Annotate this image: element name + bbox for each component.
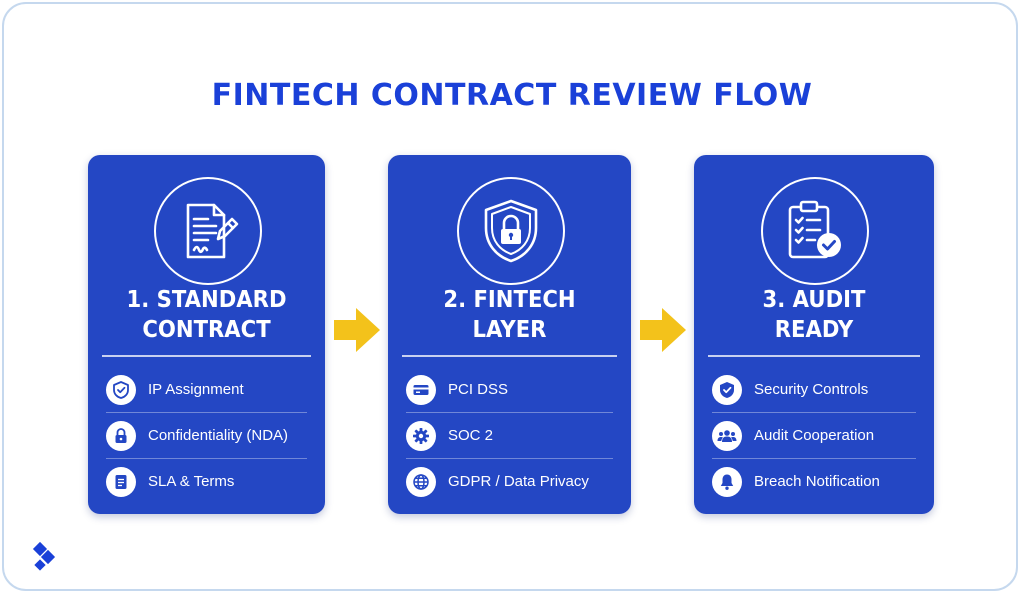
shield-check-icon bbox=[712, 374, 742, 405]
item-label: Breach Notification bbox=[754, 473, 880, 490]
list-item: SLA & Terms bbox=[106, 459, 307, 504]
requirement-list: IP Assignment Confidentiality (NDA) SLA … bbox=[106, 367, 307, 504]
arrow-right-icon bbox=[334, 308, 380, 357]
list-item: SOC 2 bbox=[406, 413, 613, 459]
item-label: Audit Cooperation bbox=[754, 427, 875, 444]
lock-icon bbox=[106, 420, 136, 451]
page-title: FINTECH CONTRACT REVIEW FLOW bbox=[211, 78, 813, 113]
shield-check-icon bbox=[106, 374, 136, 405]
divider bbox=[102, 355, 311, 357]
item-label: Confidentiality (NDA) bbox=[148, 427, 289, 444]
bell-icon bbox=[712, 466, 742, 497]
item-label: PCI DSS bbox=[448, 381, 509, 398]
item-label: Security Controls bbox=[754, 381, 869, 398]
list-item: GDPR / Data Privacy bbox=[406, 459, 613, 504]
gear-icon bbox=[406, 420, 436, 451]
clipboard-checklist-icon bbox=[761, 177, 869, 285]
step-title: 3. AUDIT READY bbox=[762, 287, 866, 343]
people-group-icon bbox=[712, 420, 742, 451]
list-item: Breach Notification bbox=[712, 459, 916, 504]
step-card-standard-contract: 1. STANDARD CONTRACT IP Assignment Confi… bbox=[88, 155, 325, 514]
contract-document-pen-icon bbox=[153, 177, 262, 285]
credit-card-icon bbox=[406, 374, 436, 405]
step-title: 2. FINTECH LAYER bbox=[443, 287, 576, 343]
list-item: Audit Cooperation bbox=[712, 413, 916, 459]
divider bbox=[708, 355, 920, 357]
step-title: 1. STANDARD CONTRACT bbox=[126, 287, 287, 343]
item-label: SOC 2 bbox=[448, 427, 494, 444]
requirement-list: Security Controls Audit Cooperation Brea… bbox=[712, 367, 916, 504]
globe-icon bbox=[406, 466, 436, 497]
divider bbox=[402, 355, 617, 357]
shield-lock-icon bbox=[456, 177, 565, 285]
list-item: PCI DSS bbox=[406, 367, 613, 413]
item-label: GDPR / Data Privacy bbox=[448, 473, 589, 490]
list-item: Confidentiality (NDA) bbox=[106, 413, 307, 459]
brand-logo-icon bbox=[30, 540, 64, 579]
item-label: SLA & Terms bbox=[148, 473, 235, 490]
arrow-right-icon bbox=[640, 308, 686, 357]
list-item: IP Assignment bbox=[106, 367, 307, 413]
step-card-fintech-layer: 2. FINTECH LAYER PCI DSS SOC 2 GDPR / Da… bbox=[388, 155, 631, 514]
step-card-audit-ready: 3. AUDIT READY Security Controls Audit C… bbox=[694, 155, 934, 514]
document-icon bbox=[106, 466, 136, 497]
item-label: IP Assignment bbox=[148, 381, 244, 398]
requirement-list: PCI DSS SOC 2 GDPR / Data Privacy bbox=[406, 367, 613, 504]
list-item: Security Controls bbox=[712, 367, 916, 413]
